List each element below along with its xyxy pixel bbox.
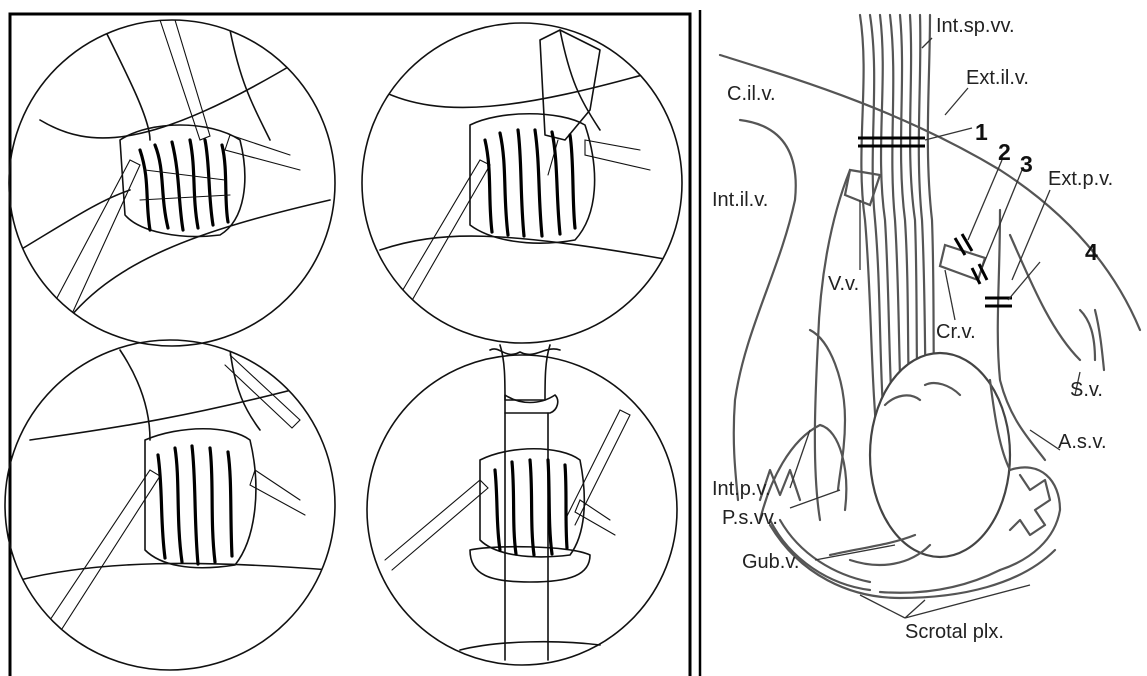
label-p-s-vv: P.s.vv. xyxy=(722,507,778,529)
label-a-s-v: A.s.v. xyxy=(1058,431,1107,453)
ligation-number-1: 1 xyxy=(975,119,988,145)
operative-panel xyxy=(5,14,690,676)
ligation-number-4: 4 xyxy=(1085,239,1098,265)
label-c-il-v: C.il.v. xyxy=(727,83,776,105)
ligation-number-3: 3 xyxy=(1020,151,1033,177)
label-scrotal-plx: Scrotal plx. xyxy=(905,621,1004,643)
label-int-p-v: Int.p.v. xyxy=(712,478,771,500)
label-gub-v: Gub.v. xyxy=(742,551,799,573)
label-v-v: V.v. xyxy=(828,273,859,295)
operative-view-3 xyxy=(5,340,335,670)
label-s-v: S.v. xyxy=(1070,379,1103,401)
superficial-vein xyxy=(1010,235,1080,360)
label-ext-p-v: Ext.p.v. xyxy=(1048,168,1113,190)
ligation-number-2: 2 xyxy=(998,139,1011,165)
posterior-scrotal-veins xyxy=(760,425,846,520)
label-int-il-v: Int.il.v. xyxy=(712,189,768,211)
operative-view-2 xyxy=(362,23,682,343)
label-ext-il-v: Ext.il.v. xyxy=(966,67,1029,89)
anatomy-diagram: Int.sp.vv. C.il.v. Ext.il.v. 1 2 3 Ext.p… xyxy=(700,10,1140,676)
label-int-sp-vv: Int.sp.vv. xyxy=(936,15,1015,37)
internal-iliac-vein xyxy=(734,120,796,500)
operative-view-1 xyxy=(9,20,335,346)
operative-view-4 xyxy=(367,345,677,665)
label-cr-v: Cr.v. xyxy=(936,321,976,343)
